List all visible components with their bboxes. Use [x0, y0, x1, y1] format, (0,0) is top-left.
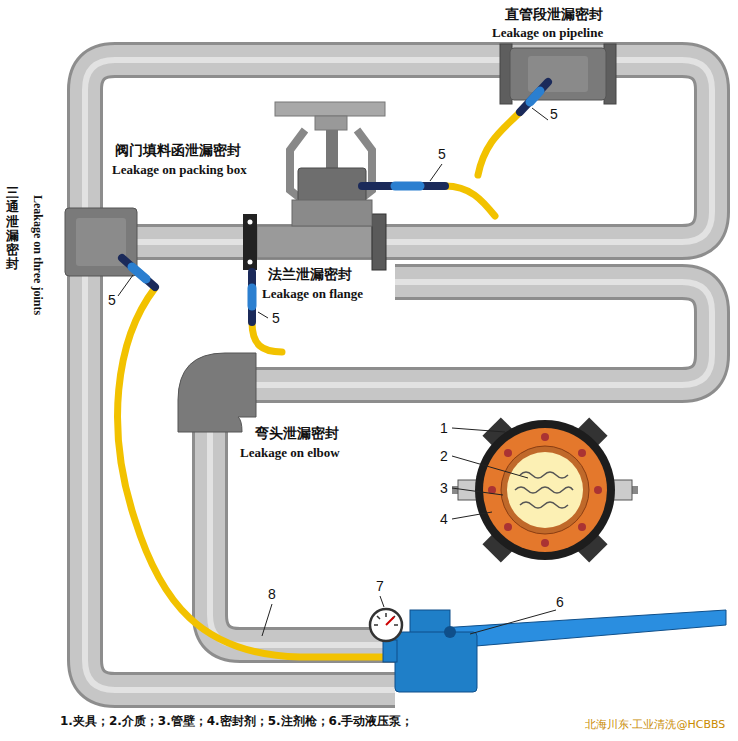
injection-gun-part: [248, 272, 256, 322]
section-title-en: Leakage on pipeline: [492, 25, 603, 41]
cross-section-part: [475, 420, 615, 560]
section-title: 三通泄漏密封: [6, 186, 19, 272]
section-title-en: Leakage on elbow: [240, 445, 340, 461]
hydraulic-pump-part: [444, 626, 456, 638]
sealant-hose-part: [445, 186, 495, 216]
pipeline-clamp-part: [528, 56, 588, 92]
cross-section-part-part: [578, 449, 586, 457]
cross-section-part-part: [578, 523, 586, 531]
injection-gun-part: [362, 182, 445, 190]
sealant-hose-part: [252, 322, 282, 352]
leader-line-part: [118, 275, 133, 296]
pipe-part: [210, 282, 712, 645]
cross-section-part-part: [504, 449, 512, 457]
pipe-part: [210, 282, 712, 645]
hydraulic-pump: [383, 610, 726, 692]
sealant-hose: [118, 112, 520, 657]
callout-number: 1: [440, 420, 448, 437]
injection-gun-part: [132, 267, 146, 279]
section-title: 法兰泄漏密封: [268, 266, 352, 283]
pipe: [85, 60, 712, 690]
sealant-hose-part: [478, 112, 520, 175]
elbow-clamp-part: [178, 353, 256, 432]
callout-number: 7: [376, 578, 384, 595]
section-title-en: Leakage on packing box: [112, 162, 247, 178]
pipe-part: [85, 60, 712, 690]
cross-section-part: [488, 433, 602, 547]
valve-part: [257, 226, 372, 258]
valve-part: [292, 200, 372, 226]
cross-section-part: [501, 446, 589, 534]
injection-gun: [122, 82, 548, 322]
cross-section-part: [483, 428, 607, 552]
section-title: 弯头泄漏密封: [255, 425, 339, 442]
elbow-clamp: [178, 353, 256, 432]
pipe-part: [85, 60, 712, 690]
watermark: 北海川东·工业清洗@HCBBS: [585, 718, 725, 731]
callout-number: 5: [108, 292, 116, 309]
cross-section-part: [507, 452, 583, 528]
leader-line-part: [380, 596, 384, 607]
pressure-gauge-part: [370, 609, 402, 641]
leader-line-part: [452, 456, 528, 478]
pipeline-clamp-part: [510, 48, 606, 100]
cross-section-part: [515, 472, 573, 508]
pressure-gauge: [370, 609, 402, 641]
section-title-en: Leakage on flange: [262, 286, 363, 302]
valve-part: [248, 220, 253, 225]
leader-line-part: [452, 428, 505, 432]
section-title: 阀门填料函泄漏密封: [115, 142, 241, 159]
cross-section-part-part: [541, 433, 549, 441]
leader-line-part: [470, 610, 556, 634]
cross-section: [452, 417, 638, 562]
pressure-gauge-part: [386, 617, 394, 625]
sealant-hose-part: [118, 288, 383, 657]
pipe-part: [85, 60, 712, 690]
pipeline-clamp: [500, 44, 616, 104]
leader-line: [118, 108, 556, 636]
section-title: 直管段泄漏密封: [505, 6, 603, 23]
valve-part: [315, 116, 347, 130]
callout-number: 4: [440, 511, 448, 528]
callout-number: 5: [550, 106, 558, 123]
leader-line-part: [452, 488, 503, 495]
leader-line-part: [452, 512, 492, 519]
callout-number: 2: [440, 448, 448, 465]
valve-part: [290, 130, 372, 202]
callout-number: 6: [556, 594, 564, 611]
leader-line-part: [430, 164, 442, 181]
callout-number: 5: [272, 310, 280, 327]
valve-part: [298, 168, 366, 202]
pressure-gauge-part: [374, 613, 398, 625]
section-title-en: Leakage on three joints: [31, 195, 45, 315]
hydraulic-pump-part: [395, 632, 477, 692]
callout-number: 5: [438, 146, 446, 163]
valve-part: [243, 214, 257, 270]
cross-section-part-part: [594, 486, 602, 494]
valve-part: [372, 214, 386, 270]
hydraulic-pump-part: [383, 640, 397, 662]
leader-line-part: [258, 312, 268, 318]
hydraulic-pump-part: [440, 610, 726, 648]
injection-gun-part: [530, 91, 540, 102]
cross-section-part-part: [541, 539, 549, 547]
injection-gun-part: [248, 288, 257, 306]
valve-part: [275, 102, 385, 116]
leader-line-part: [262, 604, 272, 636]
callout-number: 8: [268, 586, 276, 603]
callout-number: 3: [440, 480, 448, 497]
legend-note: 1.夹具；2.介质；3.管壁；4.密封剂；5.注剂枪；6.手动液压泵；: [60, 714, 413, 728]
injection-gun-part: [395, 182, 420, 191]
leader-line-part: [532, 108, 548, 120]
pipe-part: [210, 282, 712, 645]
cross-section-part-part: [504, 523, 512, 531]
valve-part: [248, 260, 253, 265]
injection-gun-part: [520, 82, 548, 112]
